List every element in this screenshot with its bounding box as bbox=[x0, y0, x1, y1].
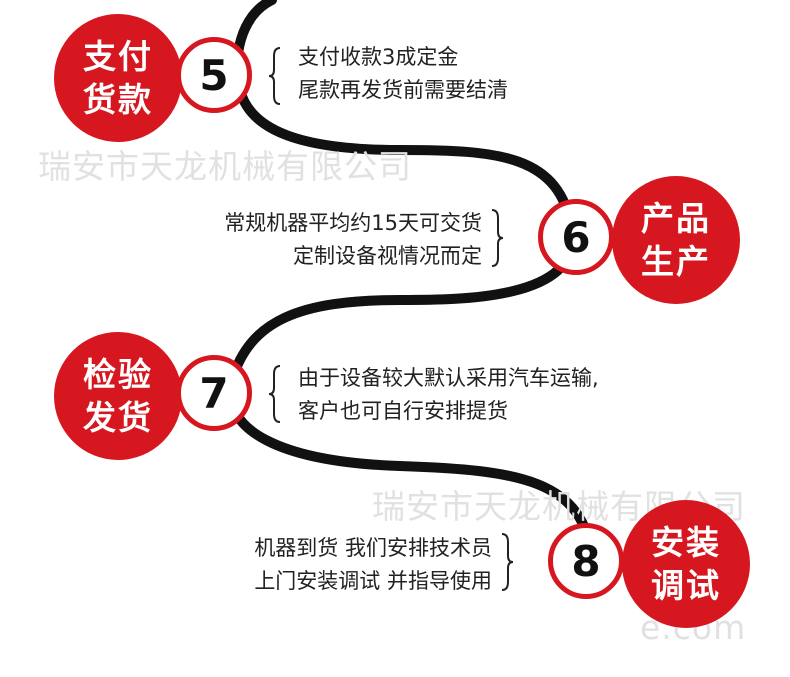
step-5-desc-line2: 尾款再发货前需要结清 bbox=[298, 78, 508, 102]
step-8-title-badge: 安装 调试 bbox=[622, 500, 750, 628]
brace-icon bbox=[268, 47, 281, 105]
step-5-title-line1: 支付 bbox=[83, 37, 153, 76]
watermark-text: 瑞安市天龙机械有限公司 bbox=[38, 147, 412, 186]
brace-icon bbox=[501, 533, 514, 591]
step-7-desc-line1: 由于设备较大默认采用汽车运输, bbox=[298, 366, 599, 390]
step-5-number-text: 5 bbox=[199, 50, 229, 100]
step-6-title-line2: 生产 bbox=[641, 242, 711, 281]
step-5-number: 5 bbox=[176, 37, 252, 113]
step-7-title-line1: 检验 bbox=[83, 355, 153, 394]
step-8-number: 8 bbox=[548, 523, 624, 599]
step-6-number: 6 bbox=[538, 199, 614, 275]
step-7-number: 7 bbox=[176, 355, 252, 431]
step-7-title-line2: 发货 bbox=[83, 398, 153, 437]
step-7-description: 由于设备较大默认采用汽车运输, 客户也可自行安排提货 bbox=[298, 362, 599, 428]
brace-icon bbox=[268, 365, 281, 423]
step-8-title-line2: 调试 bbox=[651, 566, 721, 605]
step-8-number-text: 8 bbox=[571, 536, 601, 586]
step-7-desc-line2: 客户也可自行安排提货 bbox=[298, 399, 508, 423]
step-7-number-text: 7 bbox=[199, 368, 229, 418]
step-6-desc-line1: 常规机器平均约15天可交货 bbox=[224, 211, 482, 235]
step-8-desc-line2: 上门安装调试 并指导使用 bbox=[254, 569, 492, 593]
step-6-number-text: 6 bbox=[561, 212, 591, 262]
step-8-title-line1: 安装 bbox=[651, 523, 721, 562]
step-5-title-line2: 货款 bbox=[83, 80, 153, 119]
step-6-title-line1: 产品 bbox=[641, 199, 711, 238]
step-6-description: 常规机器平均约15天可交货 定制设备视情况而定 bbox=[224, 207, 482, 273]
brace-icon bbox=[491, 209, 504, 267]
step-5-description: 支付收款3成定金 尾款再发货前需要结清 bbox=[298, 41, 508, 107]
step-8-desc-line1: 机器到货 我们安排技术员 bbox=[254, 536, 492, 560]
step-5-desc-line1: 支付收款3成定金 bbox=[298, 45, 459, 69]
step-5-title-badge: 支付 货款 bbox=[54, 14, 182, 142]
step-6-desc-line2: 定制设备视情况而定 bbox=[293, 244, 482, 268]
step-7-title-badge: 检验 发货 bbox=[54, 332, 182, 460]
step-8-description: 机器到货 我们安排技术员 上门安装调试 并指导使用 bbox=[254, 532, 492, 598]
step-6-title-badge: 产品 生产 bbox=[612, 176, 740, 304]
